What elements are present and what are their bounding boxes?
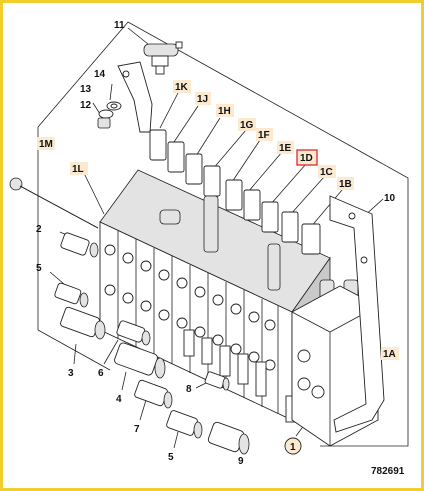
callout-11: 11 — [114, 20, 125, 31]
part-11-breather — [143, 41, 183, 75]
port-rows — [104, 244, 276, 371]
callout-1H: 1H — [218, 106, 231, 117]
lower-fittings — [134, 371, 250, 455]
end-section-1A — [291, 285, 379, 447]
callout-1L: 1L — [72, 164, 84, 175]
fitting-2 — [60, 232, 99, 258]
fitting-5-left — [54, 282, 89, 308]
callout-7: 7 — [134, 424, 140, 435]
callout-1G: 1G — [240, 120, 254, 131]
figure-number: 782691 — [371, 466, 405, 477]
callout-1B: 1B — [339, 179, 352, 190]
callout-1: 1 — [290, 442, 296, 453]
upper-bracket — [117, 61, 153, 133]
callout-5-lower: 5 — [168, 452, 174, 463]
callout-4: 4 — [116, 394, 122, 405]
callout-1F: 1F — [258, 130, 270, 141]
callout-1E: 1E — [279, 143, 292, 154]
fitting-3 — [60, 306, 106, 340]
callout-10: 10 — [384, 193, 396, 204]
callout-1A: 1A — [383, 349, 396, 360]
callout-1D-selected[interactable]: 1D — [300, 153, 313, 164]
callout-8: 8 — [186, 384, 192, 395]
fitting-9 — [207, 421, 250, 455]
fitting-4 — [114, 342, 166, 379]
callout-9: 9 — [238, 456, 244, 467]
callout-1M: 1M — [39, 139, 53, 150]
leader-lines — [49, 27, 384, 453]
part-1M-tie-rod — [9, 177, 99, 229]
fitting-8 — [204, 371, 230, 391]
callout-labels: 11 14 13 12 1M 1L 1K 1J 1H 1G 1F 1E 1D 1… — [36, 20, 405, 477]
callout-1C: 1C — [320, 167, 333, 178]
callout-5-left: 5 — [36, 263, 42, 274]
callout-1J: 1J — [197, 94, 208, 105]
callout-6: 6 — [98, 368, 104, 379]
part-10-bracket — [329, 195, 385, 433]
fitting-7 — [134, 379, 173, 409]
callout-13: 13 — [80, 84, 92, 95]
fitting-6 — [116, 320, 151, 346]
callout-2: 2 — [36, 224, 42, 235]
callout-12: 12 — [80, 100, 92, 111]
assembly-outline — [37, 21, 409, 447]
callout-14: 14 — [94, 69, 106, 80]
parts-12-14-seals — [97, 101, 122, 129]
callout-3: 3 — [68, 368, 74, 379]
callout-1K: 1K — [175, 82, 189, 93]
fitting-5-lower — [166, 410, 203, 439]
left-fittings — [54, 232, 166, 379]
